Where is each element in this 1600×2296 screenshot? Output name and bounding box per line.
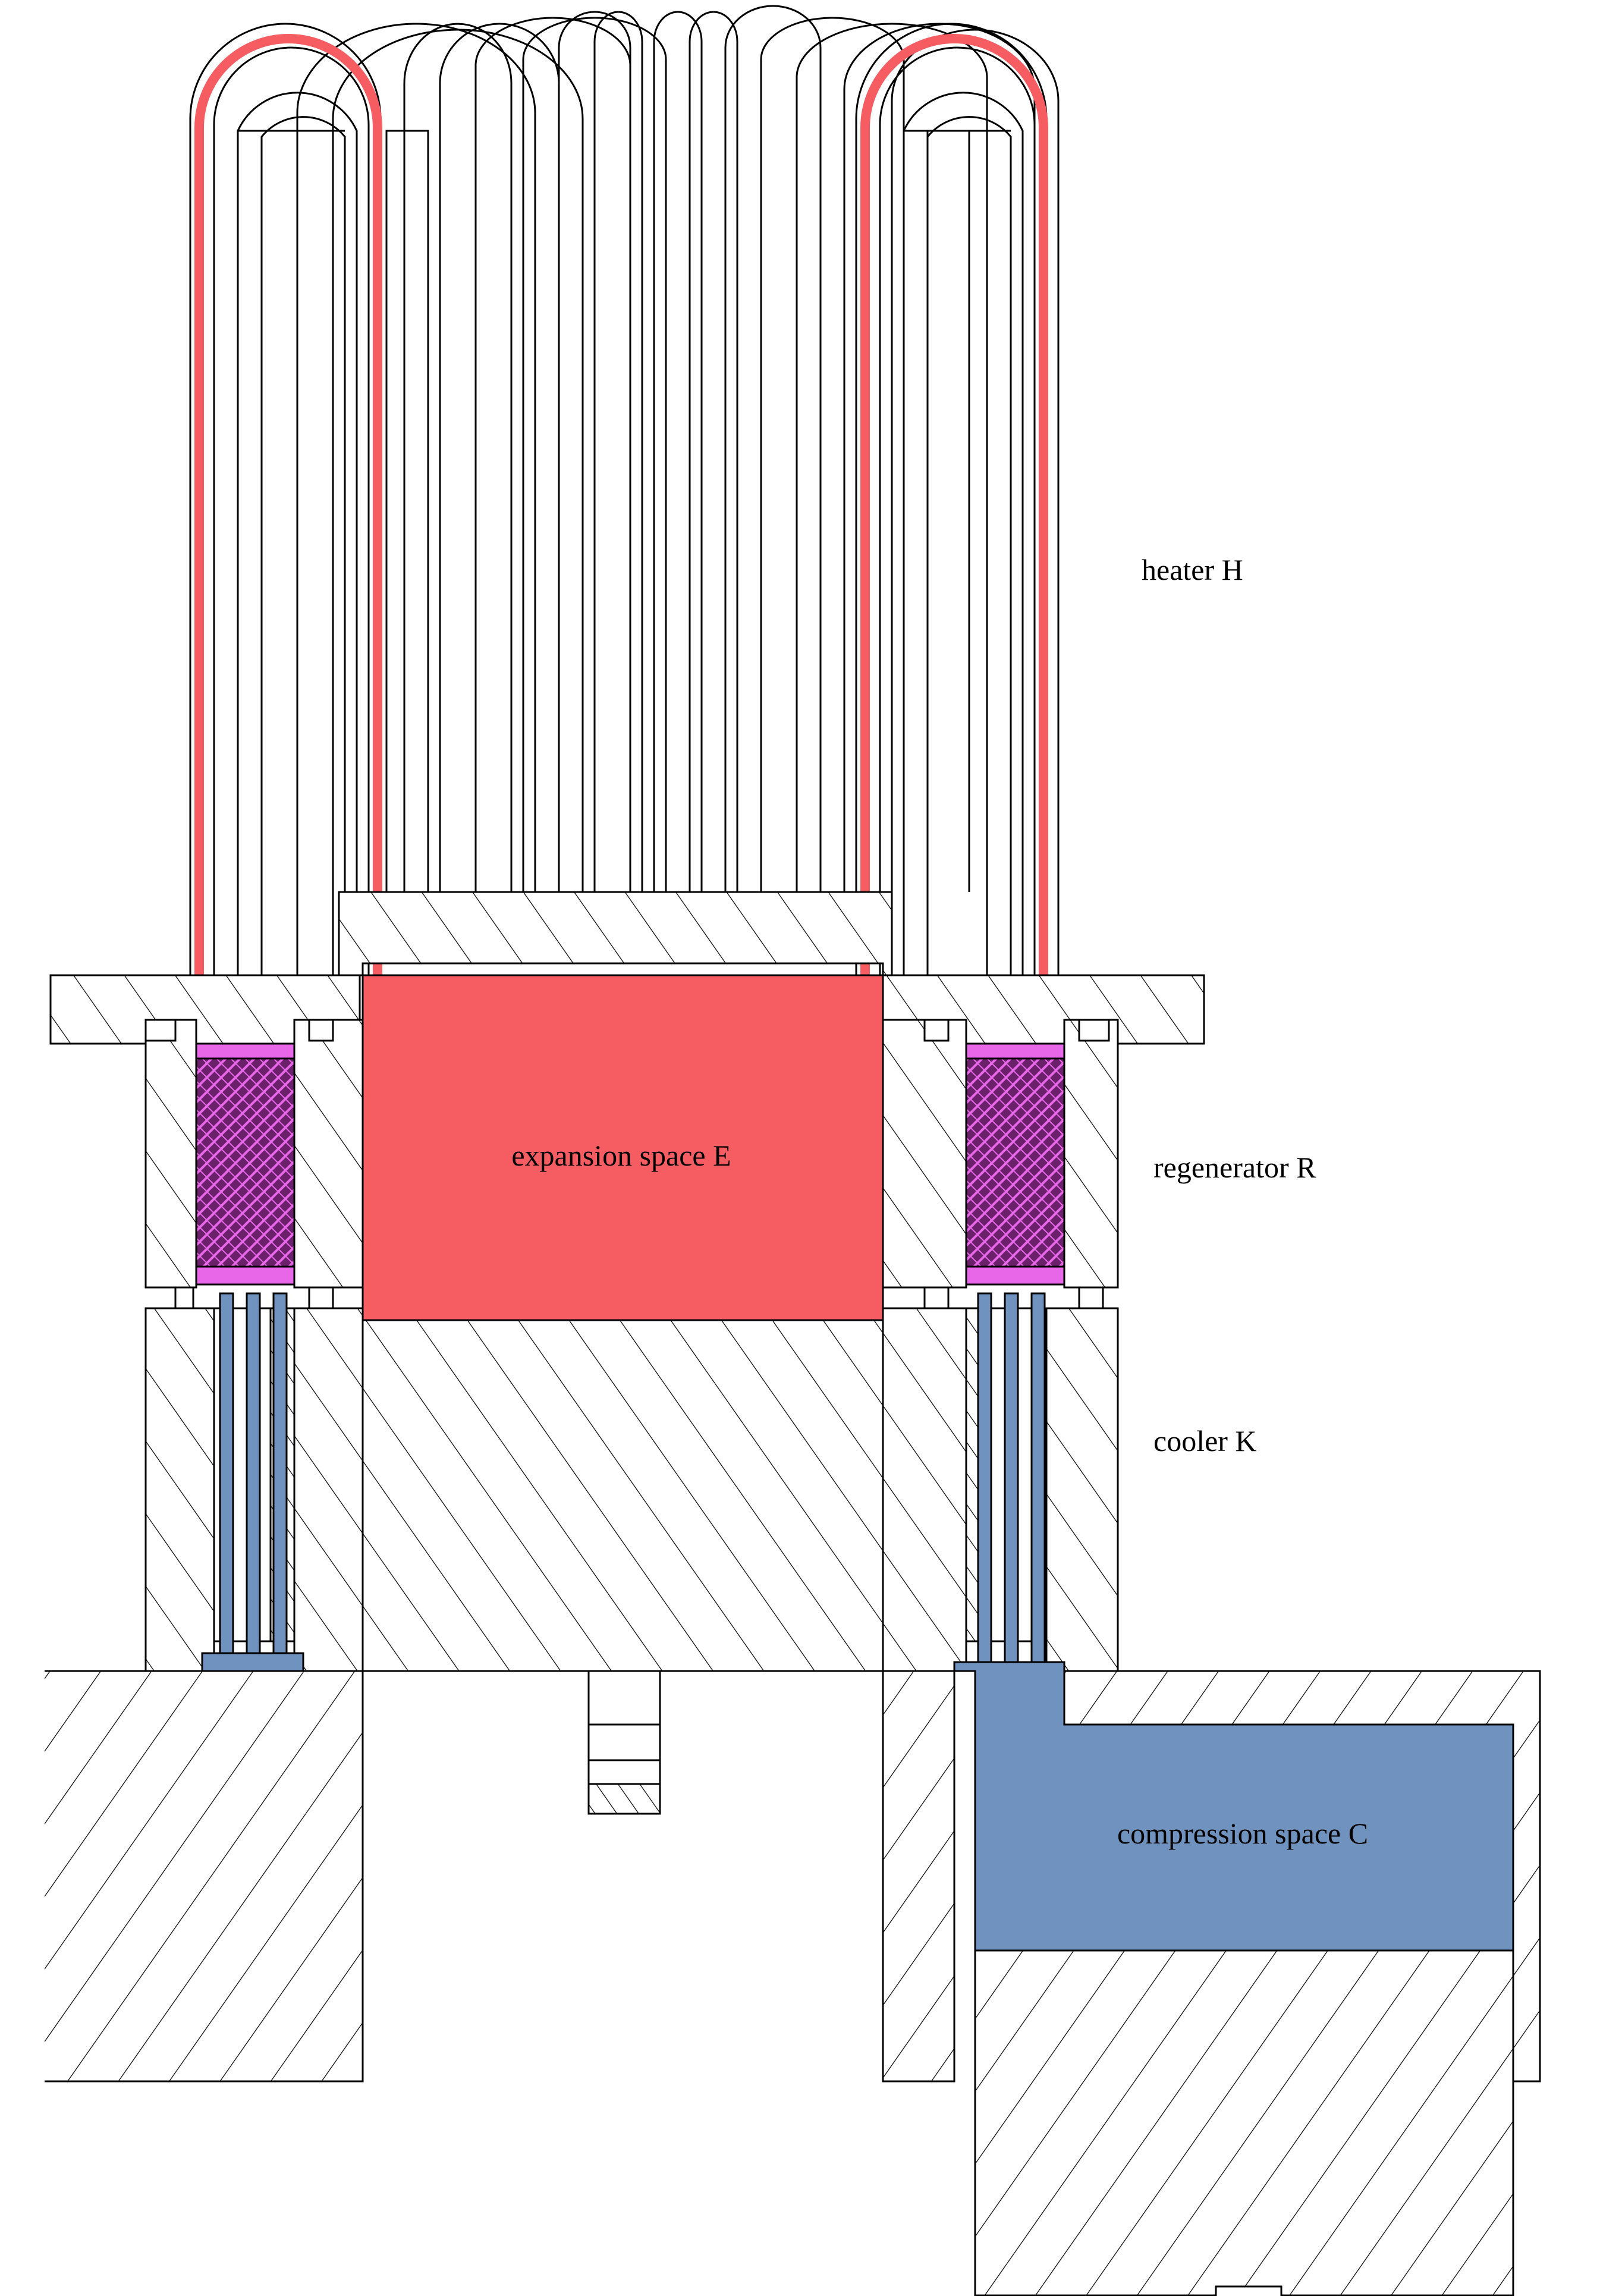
heater-tube-right [860, 34, 1048, 1032]
power-piston [974, 1949, 1514, 2296]
heater-tube-bundle [189, 5, 1060, 975]
regenerator-right [965, 1042, 1065, 1286]
cooler-tubes-left [201, 1292, 304, 1672]
regenerator-housing-left [144, 1019, 364, 1309]
cooler-housing-right [882, 1307, 1119, 1672]
displacer-body [362, 1319, 884, 1815]
compression-space-label: compression space C [1117, 1817, 1368, 1850]
heater-tube-left [194, 34, 382, 1032]
expansion-space-label: expansion space E [511, 1139, 731, 1172]
regenerator-label: regenerator R [1153, 1151, 1316, 1184]
cooler-label: cooler K [1153, 1424, 1257, 1458]
cooler-tubes-right [977, 1292, 1046, 1663]
lower-block-left [45, 1670, 364, 2083]
expansion-space [362, 974, 884, 1321]
regenerator-left [195, 1042, 296, 1286]
regenerator-housing-right [882, 1019, 1119, 1309]
heater-label: heater H [1142, 553, 1243, 586]
